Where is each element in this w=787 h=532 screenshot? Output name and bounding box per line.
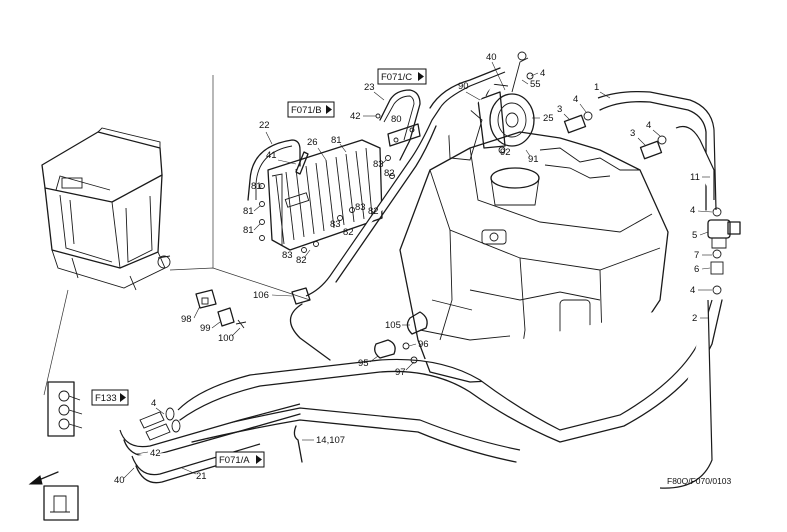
fitting-41 bbox=[295, 151, 309, 175]
callout-96: 96 bbox=[418, 339, 429, 350]
ac-compressor bbox=[477, 51, 535, 154]
callout-83-c: 83 bbox=[330, 219, 341, 230]
thumbnail-leader-a bbox=[169, 267, 311, 301]
callout-40-bot: 40 bbox=[114, 475, 125, 486]
callout-100: 100 bbox=[218, 333, 234, 344]
callout-90: 90 bbox=[458, 81, 469, 92]
callout-41: 41 bbox=[266, 150, 277, 161]
callout-23: 23 bbox=[364, 82, 375, 93]
pipe-22 bbox=[247, 139, 301, 201]
svg-text:F133: F133 bbox=[95, 393, 117, 404]
callout-92: 92 bbox=[500, 147, 511, 158]
callout-4-f: 4 bbox=[151, 398, 156, 409]
clamp-95 bbox=[374, 339, 396, 359]
callout-95: 95 bbox=[358, 358, 369, 369]
screw-96 bbox=[402, 342, 410, 350]
callout-40-top: 40 bbox=[486, 52, 497, 63]
condenser-core bbox=[259, 139, 395, 253]
callout-82-d: 82 bbox=[296, 255, 307, 266]
callout-3-a: 3 bbox=[557, 104, 562, 115]
clamp-4-c bbox=[657, 135, 667, 145]
thumbnail-leader-b bbox=[43, 289, 69, 396]
callout-82-a: 82 bbox=[384, 168, 395, 179]
pipe-23 bbox=[379, 89, 421, 161]
callout-6: 6 bbox=[694, 264, 699, 275]
hook-14-107 bbox=[293, 425, 303, 463]
hose-2-right bbox=[659, 299, 713, 489]
callout-97: 97 bbox=[395, 367, 406, 378]
callout-105: 105 bbox=[385, 320, 401, 331]
callout-4-d: 4 bbox=[690, 205, 695, 216]
clamp-105 bbox=[406, 311, 428, 335]
callout-2: 2 bbox=[692, 313, 697, 324]
callout-82-c: 82 bbox=[343, 227, 354, 238]
bracket-80 bbox=[387, 123, 421, 147]
ref-box-f071c[interactable]: F071/C bbox=[377, 68, 427, 85]
callout-82-b: 82 bbox=[368, 206, 379, 217]
callout-80: 80 bbox=[391, 114, 402, 125]
callout-22: 22 bbox=[259, 120, 270, 131]
callout-42-top: 42 bbox=[350, 111, 361, 122]
cab-thumbnail bbox=[41, 127, 171, 291]
callout-14-107: 14,107 bbox=[316, 435, 345, 446]
bolt-100 bbox=[235, 319, 247, 329]
screw-97 bbox=[410, 356, 418, 364]
control-panel bbox=[47, 381, 83, 437]
ref-box-f071a[interactable]: F071/A bbox=[215, 451, 265, 468]
callout-81-c: 81 bbox=[243, 206, 254, 217]
svg-text:F071/C: F071/C bbox=[381, 72, 412, 83]
callout-98: 98 bbox=[181, 314, 192, 325]
callout-11: 11 bbox=[690, 172, 700, 183]
ref-box-f071b[interactable]: F071/B bbox=[287, 101, 335, 118]
callout-83-b: 83 bbox=[355, 202, 366, 213]
callout-7: 7 bbox=[694, 250, 699, 261]
fitting-3-a bbox=[563, 114, 587, 134]
callouts: 40 4 55 1 90 23 42 80 25 3 4 3 4 92 91 2… bbox=[114, 52, 713, 486]
callout-81-b: 81 bbox=[251, 181, 262, 192]
svg-text:F071/B: F071/B bbox=[291, 105, 322, 116]
ref-box-f133[interactable]: F133 bbox=[91, 389, 129, 406]
plate-99 bbox=[217, 307, 235, 327]
callout-3-b: 3 bbox=[630, 128, 635, 139]
tee-fitting-5 bbox=[707, 207, 741, 295]
hose-106-upper bbox=[305, 71, 506, 297]
callout-4-c: 4 bbox=[646, 120, 651, 131]
drawing-code: F80Q/F070/0103 bbox=[667, 476, 732, 486]
callout-5: 5 bbox=[692, 230, 697, 241]
callout-106: 106 bbox=[253, 290, 269, 301]
callout-25: 25 bbox=[543, 113, 554, 124]
callout-42-bot: 42 bbox=[150, 448, 161, 459]
callout-1: 1 bbox=[594, 82, 599, 93]
callout-83-d: 83 bbox=[282, 250, 293, 261]
callout-83-a: 83 bbox=[373, 159, 384, 170]
hose-21-a bbox=[119, 403, 301, 448]
fitting-106 bbox=[291, 287, 311, 305]
callout-4-top: 4 bbox=[540, 68, 545, 79]
callout-26: 26 bbox=[307, 137, 318, 148]
hose-11 bbox=[675, 125, 715, 200]
callout-91: 91 bbox=[528, 154, 539, 165]
bracket-98 bbox=[195, 289, 217, 309]
hose-1 bbox=[597, 91, 717, 211]
callout-4-e: 4 bbox=[690, 285, 695, 296]
cab-symbol-icon bbox=[43, 485, 79, 521]
callout-81-d: 81 bbox=[243, 225, 254, 236]
hose-2 bbox=[177, 299, 713, 431]
callout-55: 55 bbox=[530, 79, 541, 90]
svg-text:F071/A: F071/A bbox=[219, 455, 250, 466]
callout-4-b: 4 bbox=[573, 94, 578, 105]
callout-21: 21 bbox=[196, 471, 207, 482]
fitting-3-b bbox=[639, 140, 663, 160]
callout-99: 99 bbox=[200, 323, 211, 334]
callout-81-a: 81 bbox=[331, 135, 342, 146]
clamp-4-b bbox=[583, 111, 593, 121]
